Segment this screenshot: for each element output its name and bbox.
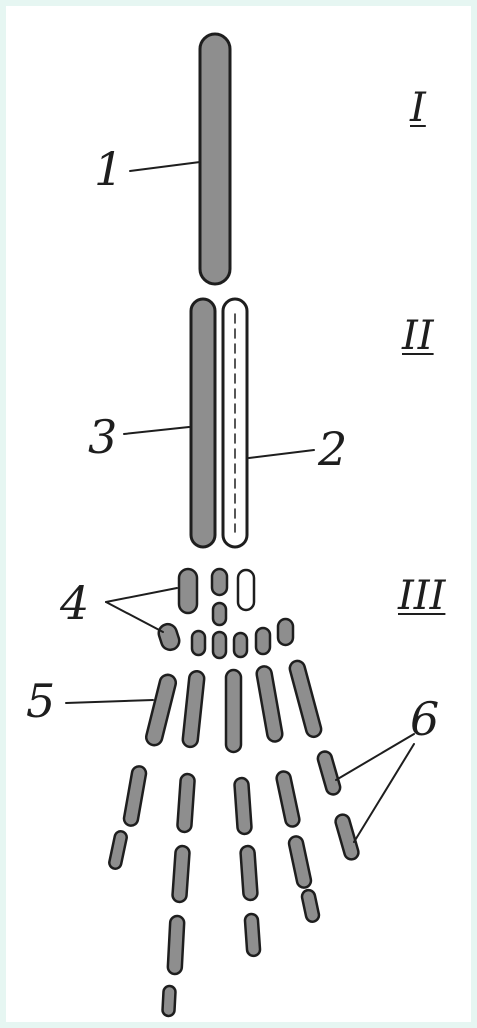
lower-rod xyxy=(108,830,128,870)
fan-rod xyxy=(224,668,243,754)
part-label-5: 5 xyxy=(26,674,56,728)
lower-rod xyxy=(171,844,191,904)
lower-rod xyxy=(233,776,253,836)
lower-rod xyxy=(176,772,196,834)
fragment xyxy=(232,631,249,659)
leader-3 xyxy=(123,426,190,435)
leader-2 xyxy=(248,449,315,459)
leader-4b xyxy=(105,601,164,633)
fragment xyxy=(254,626,272,656)
rod-6b xyxy=(334,813,360,861)
part-label-4: 4 xyxy=(60,576,90,630)
fragment xyxy=(157,622,181,652)
drawing xyxy=(65,32,415,1018)
rod-6a xyxy=(316,750,342,796)
fan-rod xyxy=(288,659,323,739)
lower-rod xyxy=(166,914,186,976)
rod-3 xyxy=(189,297,217,549)
fragment xyxy=(210,567,229,597)
lower-rods xyxy=(108,750,360,1018)
leader-5 xyxy=(65,699,154,704)
leader-1 xyxy=(129,161,201,172)
stage-label-I: I xyxy=(410,85,426,131)
stage-label-III: III xyxy=(398,573,446,619)
lower-rod xyxy=(239,844,259,902)
fragments-4 xyxy=(157,567,295,660)
leader-6b xyxy=(353,743,415,843)
stage-label-II: II xyxy=(402,313,434,359)
lower-rod xyxy=(300,888,321,923)
lower-rod xyxy=(287,835,313,889)
fragment xyxy=(211,601,228,627)
fragment xyxy=(211,630,228,660)
lower-rod xyxy=(275,770,301,828)
lower-rod xyxy=(122,765,148,827)
part-label-2: 2 xyxy=(318,422,348,476)
rods-5 xyxy=(144,659,323,754)
fragment xyxy=(276,617,295,647)
fragment xyxy=(190,629,207,657)
lower-rod xyxy=(243,912,262,958)
leader-6a xyxy=(335,733,415,781)
fan-rod xyxy=(181,669,206,749)
fragment xyxy=(177,567,199,615)
part-label-6: 6 xyxy=(410,692,440,746)
rod-1 xyxy=(198,32,232,286)
leader-4a xyxy=(105,587,178,603)
leader-lines xyxy=(65,161,415,843)
part-label-3: 3 xyxy=(88,410,118,464)
fan-rod xyxy=(144,673,178,747)
part-label-1: 1 xyxy=(94,142,124,196)
lower-rod xyxy=(161,984,177,1018)
fan-rod xyxy=(255,665,284,743)
figure-panel: I II III 1 2 3 4 5 6 xyxy=(6,6,471,1022)
fragment xyxy=(236,568,256,612)
